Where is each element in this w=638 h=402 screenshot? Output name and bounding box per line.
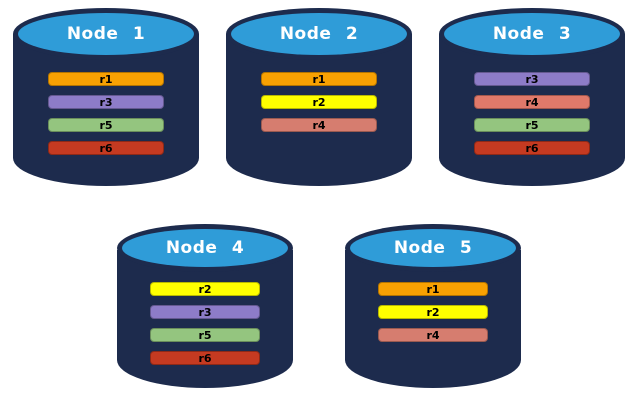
cylinder-body bbox=[117, 250, 293, 388]
database-icon: Node 1 bbox=[18, 13, 194, 55]
node-title: Node 5 bbox=[393, 238, 473, 258]
replica-list: r3 r4 r5 r6 bbox=[439, 72, 625, 155]
node-title: Node 2 bbox=[279, 24, 359, 44]
node-title: Node 1 bbox=[66, 24, 146, 44]
replica-label: r5 bbox=[99, 118, 113, 132]
replica-label: r3 bbox=[99, 95, 113, 109]
replica-bar: r5 bbox=[150, 328, 260, 342]
database-icon: Node 4 bbox=[122, 229, 288, 267]
replica-list: r2 r3 r5 r6 bbox=[117, 282, 293, 365]
replica-label: r2 bbox=[198, 282, 212, 296]
node-title: Node 4 bbox=[165, 238, 245, 258]
replica-label: r6 bbox=[198, 351, 212, 365]
replica-list: r1 r2 r4 bbox=[226, 72, 412, 132]
database-node: Node 2 r1 r2 r4 bbox=[226, 8, 412, 186]
cylinder-body bbox=[345, 250, 521, 388]
replica-label: r1 bbox=[312, 72, 326, 86]
replica-bar: r6 bbox=[474, 141, 590, 155]
replica-bar: r1 bbox=[48, 72, 164, 86]
node-title: Node 3 bbox=[492, 24, 572, 44]
replica-bar: r3 bbox=[474, 72, 590, 86]
replica-bar: r2 bbox=[378, 305, 488, 319]
replica-bar: r1 bbox=[378, 282, 488, 296]
replica-label: r1 bbox=[99, 72, 113, 86]
replica-bar: r3 bbox=[150, 305, 260, 319]
database-icon: Node 5 bbox=[350, 229, 516, 267]
replica-label: r5 bbox=[198, 328, 212, 342]
replica-label: r3 bbox=[198, 305, 212, 319]
database-node: Node 1 r1 r3 r5 r6 bbox=[13, 8, 199, 186]
replica-bar: r1 bbox=[261, 72, 377, 86]
replica-list: r1 r3 r5 r6 bbox=[13, 72, 199, 155]
replica-bar: r3 bbox=[48, 95, 164, 109]
replica-bar: r6 bbox=[150, 351, 260, 365]
replica-label: r4 bbox=[426, 328, 440, 342]
replica-bar: r2 bbox=[261, 95, 377, 109]
node-row-bottom: Node 4 r2 r3 r5 r6 Node 5 r1 r2 r4 bbox=[0, 224, 638, 388]
database-icon: Node 2 bbox=[231, 13, 407, 55]
replica-label: r4 bbox=[312, 118, 326, 132]
replica-bar: r6 bbox=[48, 141, 164, 155]
replica-bar: r5 bbox=[474, 118, 590, 132]
replica-label: r3 bbox=[525, 72, 539, 86]
replica-bar: r5 bbox=[48, 118, 164, 132]
replica-label: r5 bbox=[525, 118, 539, 132]
database-node: Node 5 r1 r2 r4 bbox=[345, 224, 521, 388]
replica-label: r4 bbox=[525, 95, 539, 109]
replica-label: r2 bbox=[426, 305, 440, 319]
replica-label: r6 bbox=[525, 141, 539, 155]
replica-bar: r2 bbox=[150, 282, 260, 296]
replica-label: r1 bbox=[426, 282, 440, 296]
database-icon: Node 3 bbox=[444, 13, 620, 55]
replica-bar: r4 bbox=[261, 118, 377, 132]
replica-bar: r4 bbox=[474, 95, 590, 109]
replica-bar: r4 bbox=[378, 328, 488, 342]
replica-label: r2 bbox=[312, 95, 326, 109]
replica-list: r1 r2 r4 bbox=[345, 282, 521, 342]
database-node: Node 3 r3 r4 r5 r6 bbox=[439, 8, 625, 186]
database-node: Node 4 r2 r3 r5 r6 bbox=[117, 224, 293, 388]
replica-label: r6 bbox=[99, 141, 113, 155]
